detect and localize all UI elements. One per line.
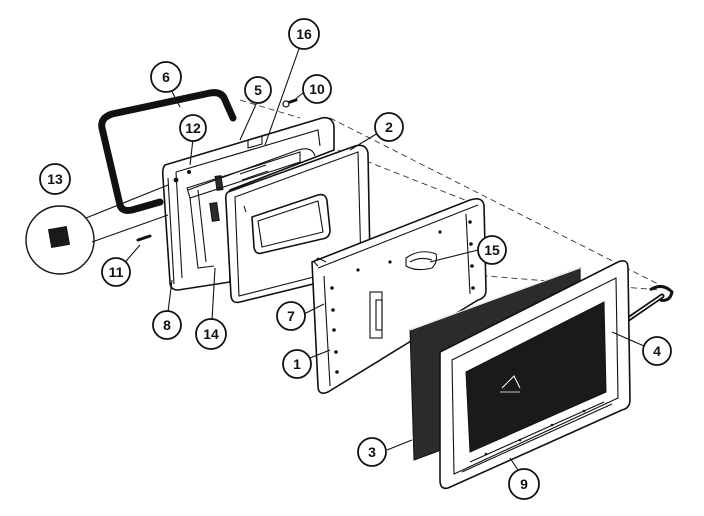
callout-label: 12 bbox=[185, 120, 201, 136]
outer-door-panel-part bbox=[439, 260, 631, 490]
callout-9: 9 bbox=[508, 468, 540, 500]
callout-4: 4 bbox=[642, 336, 672, 366]
callout-7: 7 bbox=[276, 301, 306, 331]
callout-6: 6 bbox=[150, 61, 182, 93]
callout-2: 2 bbox=[374, 112, 404, 142]
callout-label: 14 bbox=[203, 326, 219, 342]
callout-label: 10 bbox=[309, 81, 325, 97]
callout-label: 15 bbox=[484, 242, 500, 258]
callout-label: 5 bbox=[254, 82, 262, 98]
door-glass-pack-part bbox=[186, 151, 301, 269]
callout-label: 6 bbox=[162, 69, 170, 85]
callout-label: 4 bbox=[653, 343, 661, 359]
callout-label: 7 bbox=[287, 308, 295, 324]
callout-14: 14 bbox=[195, 318, 227, 350]
callout-label: 11 bbox=[109, 264, 124, 280]
detail-inset-part bbox=[25, 184, 169, 275]
callout-8: 8 bbox=[152, 310, 182, 340]
callout-10: 10 bbox=[302, 74, 332, 104]
door-liner-part bbox=[311, 198, 487, 394]
callout-12: 12 bbox=[179, 114, 207, 142]
callout-label: 1 bbox=[293, 356, 301, 372]
inner-door-liner-part bbox=[161, 116, 335, 291]
callout-3: 3 bbox=[357, 437, 387, 467]
callout-label: 2 bbox=[385, 119, 393, 135]
callout-label: 3 bbox=[368, 444, 376, 460]
callout-13: 13 bbox=[39, 163, 71, 195]
callout-label: 9 bbox=[520, 476, 528, 492]
callout-label: 16 bbox=[296, 26, 312, 42]
callout-1: 1 bbox=[282, 349, 312, 379]
callout-11: 11 bbox=[101, 257, 131, 287]
callout-5: 5 bbox=[244, 76, 272, 104]
callout-leader-lines bbox=[119, 45, 645, 471]
callout-label: 8 bbox=[163, 317, 171, 333]
callout-16: 16 bbox=[288, 18, 320, 50]
callout-label: 13 bbox=[47, 171, 63, 187]
door-gasket-part bbox=[91, 85, 237, 214]
callout-15: 15 bbox=[477, 235, 507, 265]
